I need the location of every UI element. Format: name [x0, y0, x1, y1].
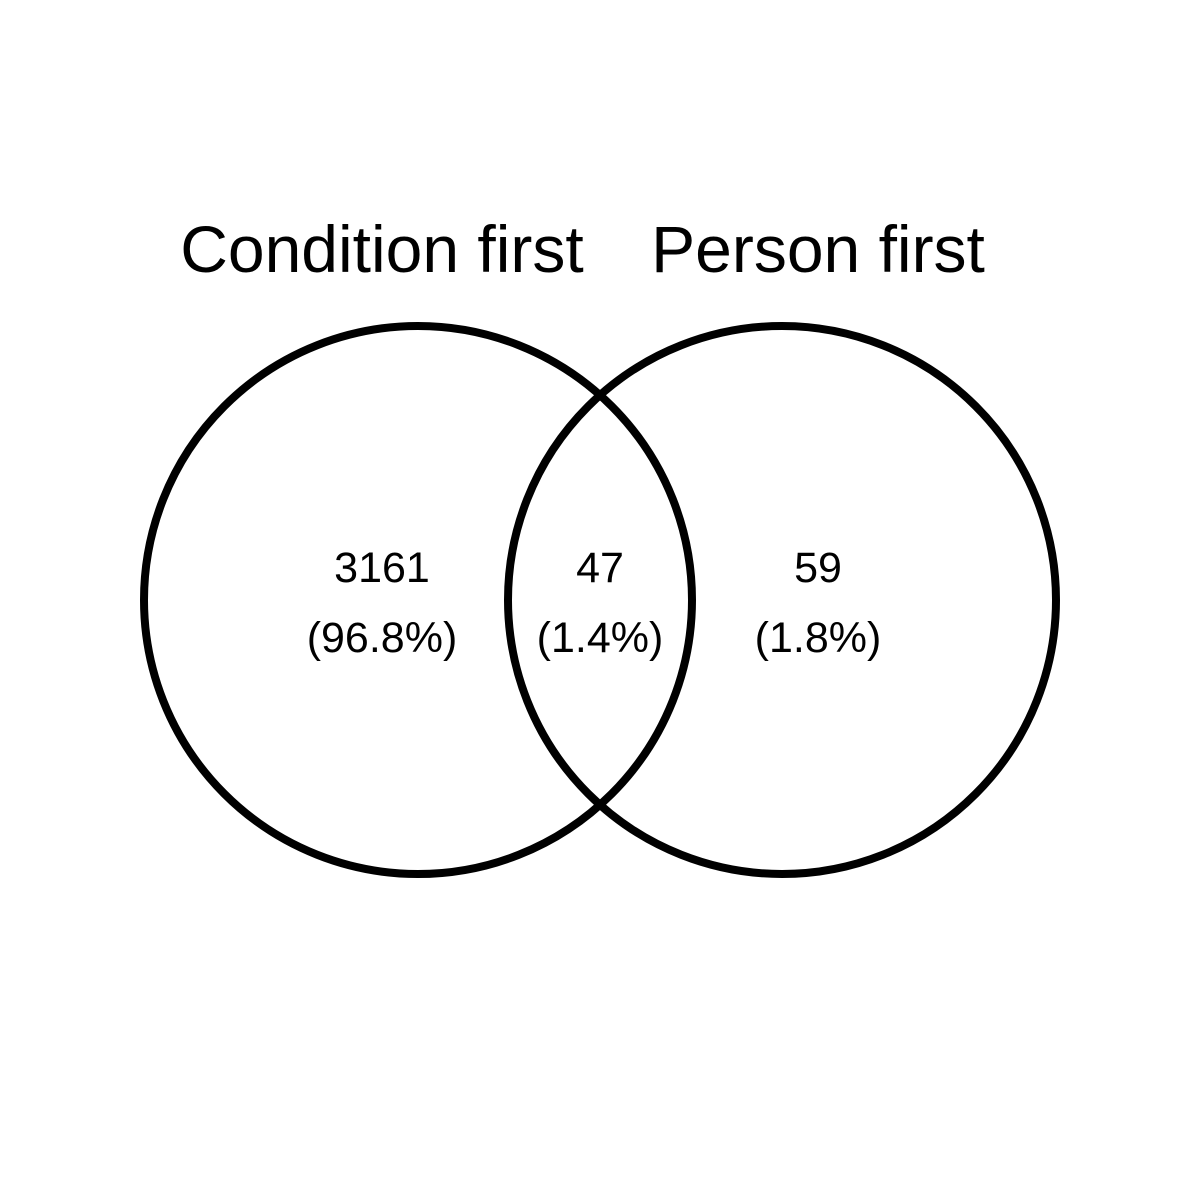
set-label-person-first: Person first — [651, 212, 985, 286]
region-count-both: 47 — [576, 544, 624, 592]
region-count-person-only: 59 — [794, 544, 842, 592]
set-circle-person-first — [504, 322, 1060, 878]
region-percent-condition-only: (96.8%) — [307, 614, 458, 662]
region-count-condition-only: 3161 — [334, 544, 430, 592]
set-label-condition-first: Condition first — [180, 212, 584, 286]
set-circle-condition-first — [140, 322, 696, 878]
region-percent-both: (1.4%) — [537, 614, 664, 662]
region-percent-person-only: (1.8%) — [755, 614, 882, 662]
